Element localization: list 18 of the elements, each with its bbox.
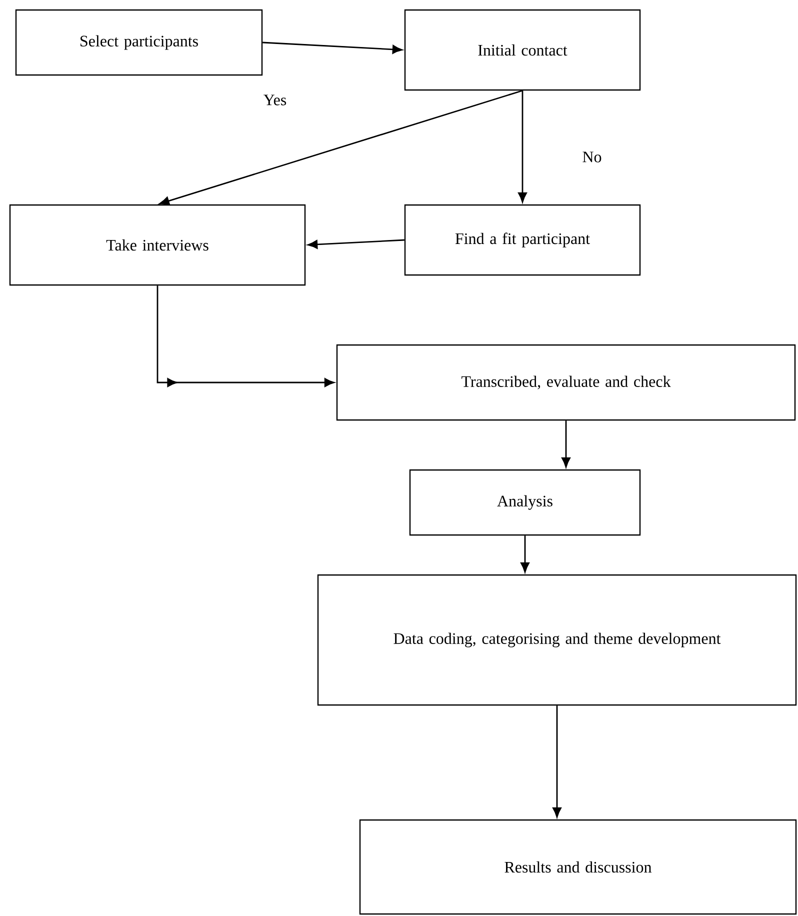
arrow xyxy=(156,286,334,387)
process-box: Data coding, categorising and theme development xyxy=(317,574,797,706)
process-box: Take interviews xyxy=(9,204,306,286)
edge-label: Yes xyxy=(261,92,289,108)
arrow xyxy=(518,90,527,202)
arrow xyxy=(552,706,562,818)
arrow xyxy=(562,420,570,468)
process-box: Results and discussion xyxy=(359,819,797,915)
edge-label: No xyxy=(580,150,604,164)
process-box: Select participants xyxy=(15,9,263,76)
process-box: Find a fit participant xyxy=(404,204,641,276)
arrow xyxy=(520,536,530,572)
arrow xyxy=(262,42,402,54)
process-box: Transcribed, evaluate and check xyxy=(336,344,796,421)
arrow xyxy=(308,239,404,249)
arrow xyxy=(159,90,523,206)
process-box: Analysis xyxy=(409,469,641,536)
process-box: Initial contact xyxy=(404,9,641,91)
